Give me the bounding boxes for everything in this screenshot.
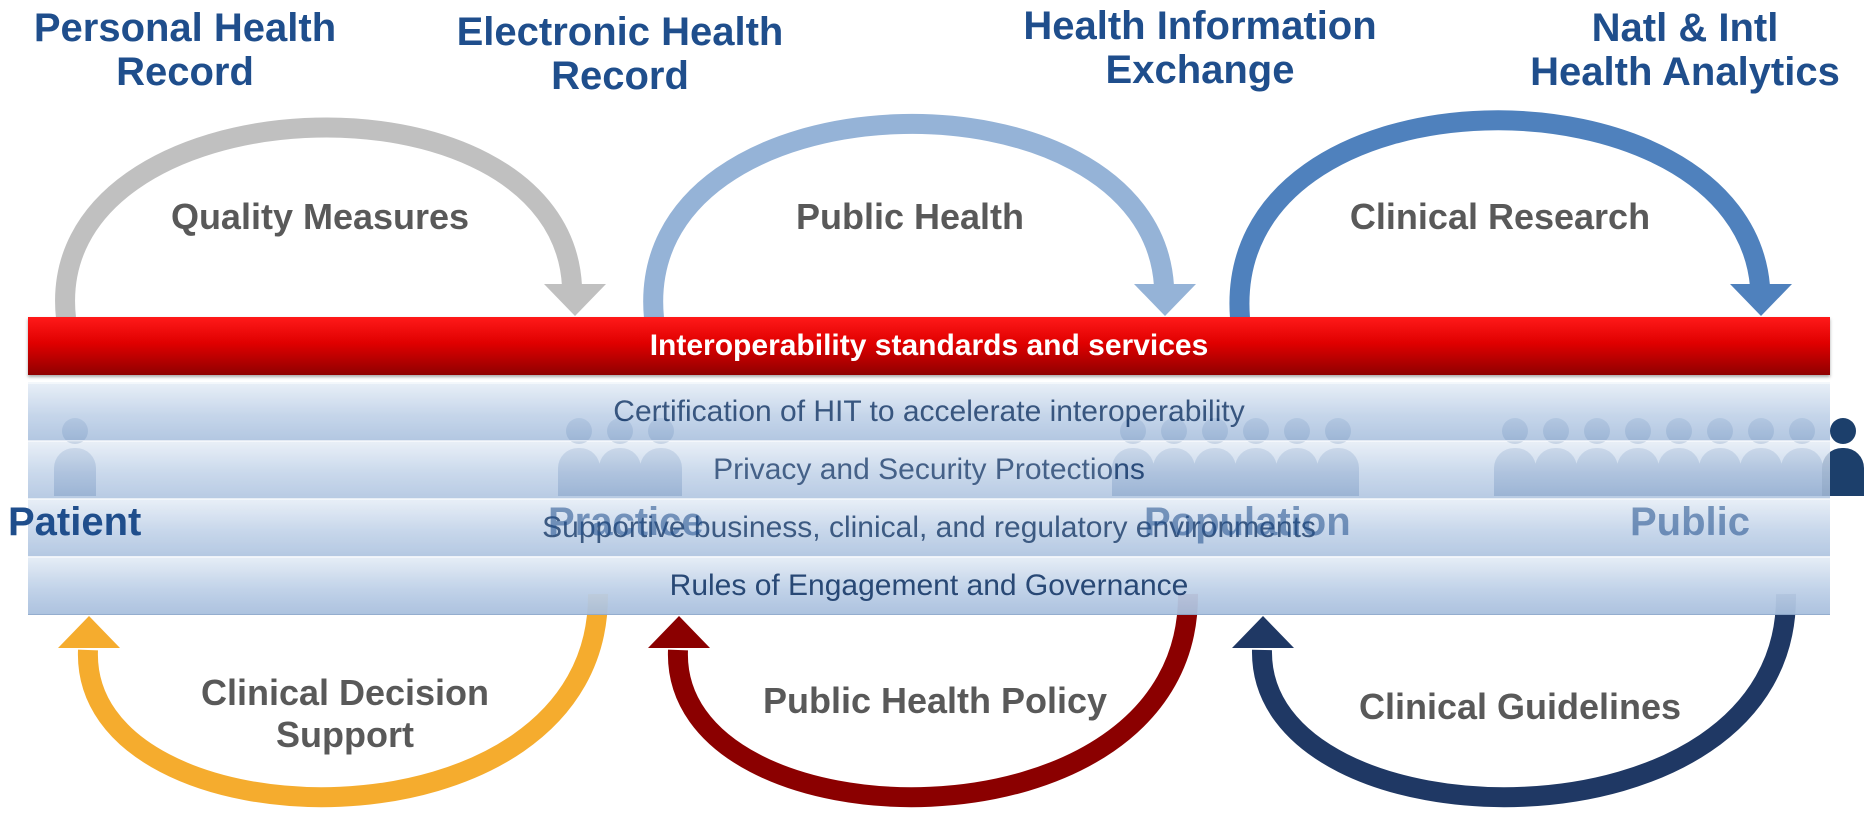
label-clinical-decision-support: Clinical Decision Support (200, 672, 490, 755)
clinical-guidelines-arrowhead (1232, 616, 1294, 648)
clinical-decision-support-arrowhead (58, 616, 120, 648)
stakeholder-practice: Practice (548, 500, 704, 544)
label-quality-measures: Quality Measures (170, 196, 470, 237)
layer-rules-governance: Rules of Engagement and Governance (28, 556, 1830, 615)
clinical-guidelines-arc (1251, 593, 1797, 808)
label-clinical-guidelines: Clinical Guidelines (1358, 686, 1682, 727)
label-public-health: Public Health (795, 196, 1025, 237)
heading-personal-health-record: Personal Health Record (33, 6, 337, 94)
label-public-health-policy: Public Health Policy (762, 680, 1108, 721)
clinical-research-arrowhead (1730, 284, 1792, 316)
label-clinical-research: Clinical Research (1349, 196, 1651, 237)
layer-certification: Certification of HIT to accelerate inter… (28, 382, 1830, 441)
public-health-policy-arc (667, 593, 1199, 808)
public-health-policy-arrowhead (648, 616, 710, 648)
layer-privacy-security: Privacy and Security Protections (28, 440, 1830, 499)
heading-health-information-exchange: Health Information Exchange (1023, 4, 1377, 92)
interoperability-banner: Interoperability standards and services (28, 317, 1830, 375)
quality-measures-arc (55, 117, 582, 320)
heading-electronic-health-record: Electronic Health Record (456, 10, 784, 98)
stakeholder-public: Public (1630, 500, 1751, 544)
clinical-decision-support-arc (77, 593, 609, 808)
stakeholder-patient: Patient (8, 500, 142, 544)
quality-measures-arrowhead (544, 284, 606, 316)
heading-health-analytics: Natl & Intl Health Analytics (1530, 6, 1840, 94)
stakeholder-population: Population (1144, 500, 1351, 544)
clinical-research-arc (1229, 110, 1770, 319)
public-health-arrowhead (1134, 284, 1196, 316)
public-health-arc (643, 113, 1174, 319)
layer-supportive-environments: Supportive business, clinical, and regul… (28, 498, 1830, 557)
